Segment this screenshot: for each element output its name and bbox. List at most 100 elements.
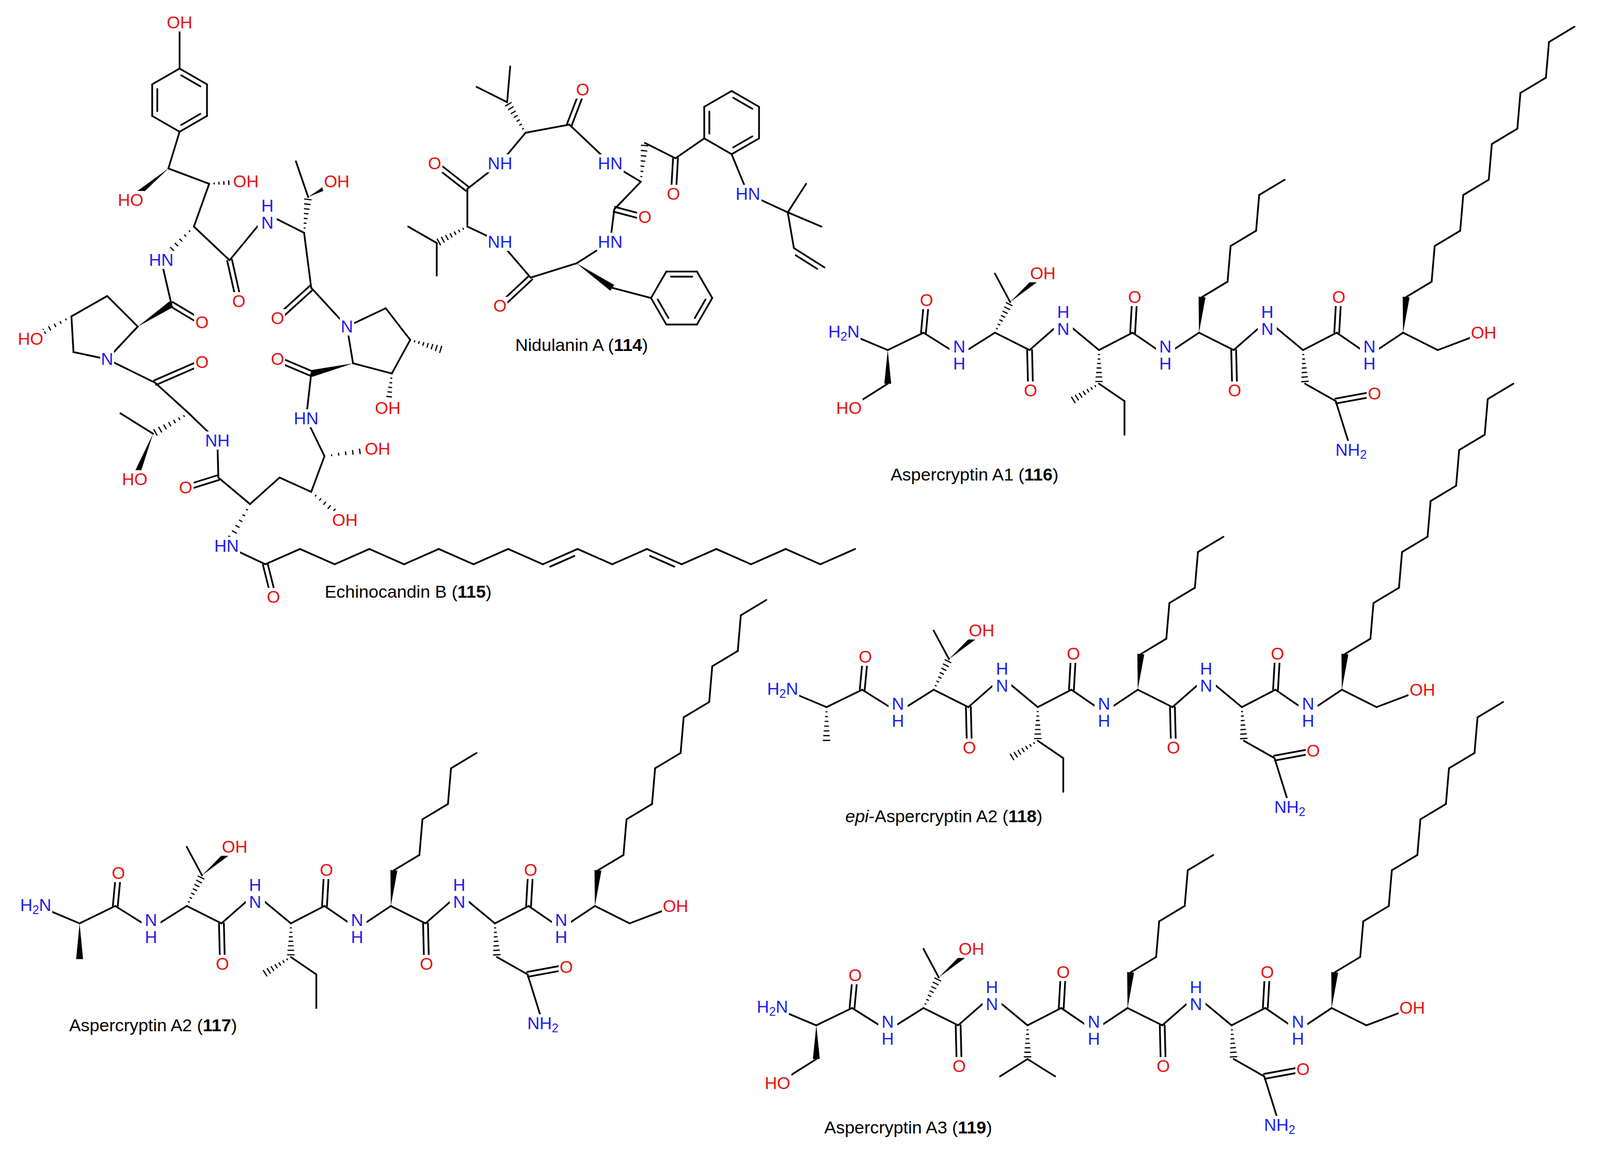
label-anchor: OH [1408,680,1437,700]
text-part: O [962,738,977,758]
label-anchor: O [857,647,874,667]
label-anchor: NH [141,911,161,947]
text-part: HN [597,153,623,173]
label-anchor: O [270,309,286,328]
label-anchor: HN [1053,303,1073,339]
label-anchor: NH [878,1012,898,1049]
text-part: H [756,997,770,1017]
bond-line [1259,179,1285,196]
atom-label: O [319,861,335,880]
text-part: Aspercryptin A2 [69,1015,198,1036]
bond-line [1137,654,1145,691]
bond-line [451,753,477,769]
label-anchor: NH2 [526,1014,560,1033]
bond-line [666,271,697,277]
bond-line [1331,972,1338,1009]
bond-line [1341,689,1377,708]
text-part: Echinocandin B [324,581,452,602]
label-anchor: H2N [766,679,800,699]
label-anchor: O [1259,963,1276,982]
bond-line [1187,855,1214,871]
bond-line [1169,588,1195,604]
compound-name: Echinocandin B (115) [322,581,494,602]
bond-line [1123,401,1126,435]
bond-line [186,847,203,876]
atom-label: O [270,350,286,369]
bond-line [696,271,713,298]
label-anchor: OH [220,837,249,857]
text-part: O [1260,962,1275,982]
text-part: H [20,895,33,915]
bond-line [1062,758,1065,792]
label-anchor: O [270,350,286,369]
bond-line [712,651,738,667]
bond-line [404,549,439,565]
text-part: epi [845,806,869,827]
atom-label: NH [1155,337,1176,373]
label-anchor: O [523,861,539,880]
text-part: O [559,957,574,977]
label-anchor: Echinocandin B (115) [322,581,494,602]
compound-name: Aspercryptin A2 (117) [67,1015,240,1036]
label-anchor: NH2 [1273,798,1307,817]
label-anchor: O [1227,381,1243,400]
atom-label: OH [232,172,261,191]
text-part: HN [1056,302,1070,339]
bond-line [626,804,653,820]
text-part: OH [1470,323,1497,343]
label-anchor: O [847,966,863,985]
bond-line [1166,603,1170,639]
bond-line [188,876,204,903]
label-anchor: O [1305,741,1322,760]
label-anchor: OH [1469,323,1498,342]
text-part: OH [323,171,350,192]
text-part: OH [1399,998,1426,1018]
bond-line [120,413,153,435]
text-part: O [1023,381,1038,401]
label-anchor: O [919,291,935,310]
label-anchor: O [214,955,231,974]
bond-line [794,248,825,269]
bond-line [925,978,941,1005]
bond-line [1370,603,1374,639]
atom-label: O [523,861,539,880]
bond-line [265,549,300,565]
bond-line [675,138,705,159]
text-part: HN [1189,977,1202,1015]
text-part: O [667,184,681,204]
bond-line [812,1025,820,1060]
text-part: OH [969,621,995,641]
atom-label: HO [763,1074,792,1093]
text-part: HN [293,408,319,429]
bond-line [1095,354,1103,382]
bond-line [652,768,656,805]
bond-line [787,212,795,248]
atom-label: O [637,208,653,227]
text-part: NH [881,1012,895,1049]
label-anchor: O [426,154,443,173]
bond-line [414,340,442,353]
bond-line [594,870,601,907]
label-anchor: O [1295,1060,1311,1079]
label-anchor: O [1270,644,1286,663]
bond-line [438,549,474,565]
text-part: NH [953,337,966,374]
label-anchor: NH [1298,694,1318,731]
label-anchor: O [575,80,591,99]
text-part: O [952,1056,966,1076]
bond-line [1071,385,1096,403]
bond-line [137,301,174,327]
bond-line [1463,179,1489,196]
text-part: O [576,80,590,100]
bond-line [1227,246,1231,282]
bond-line [1388,870,1392,907]
bond-line [422,804,448,820]
text-part: Nidulanin A [515,335,609,355]
bond-line [179,114,208,133]
bond-line [923,1008,959,1026]
label-anchor: NH2 [1334,440,1368,459]
bond-line [612,549,647,565]
bond-line [826,689,863,708]
text-part: NH [1098,694,1111,731]
text-part: N [785,679,799,699]
